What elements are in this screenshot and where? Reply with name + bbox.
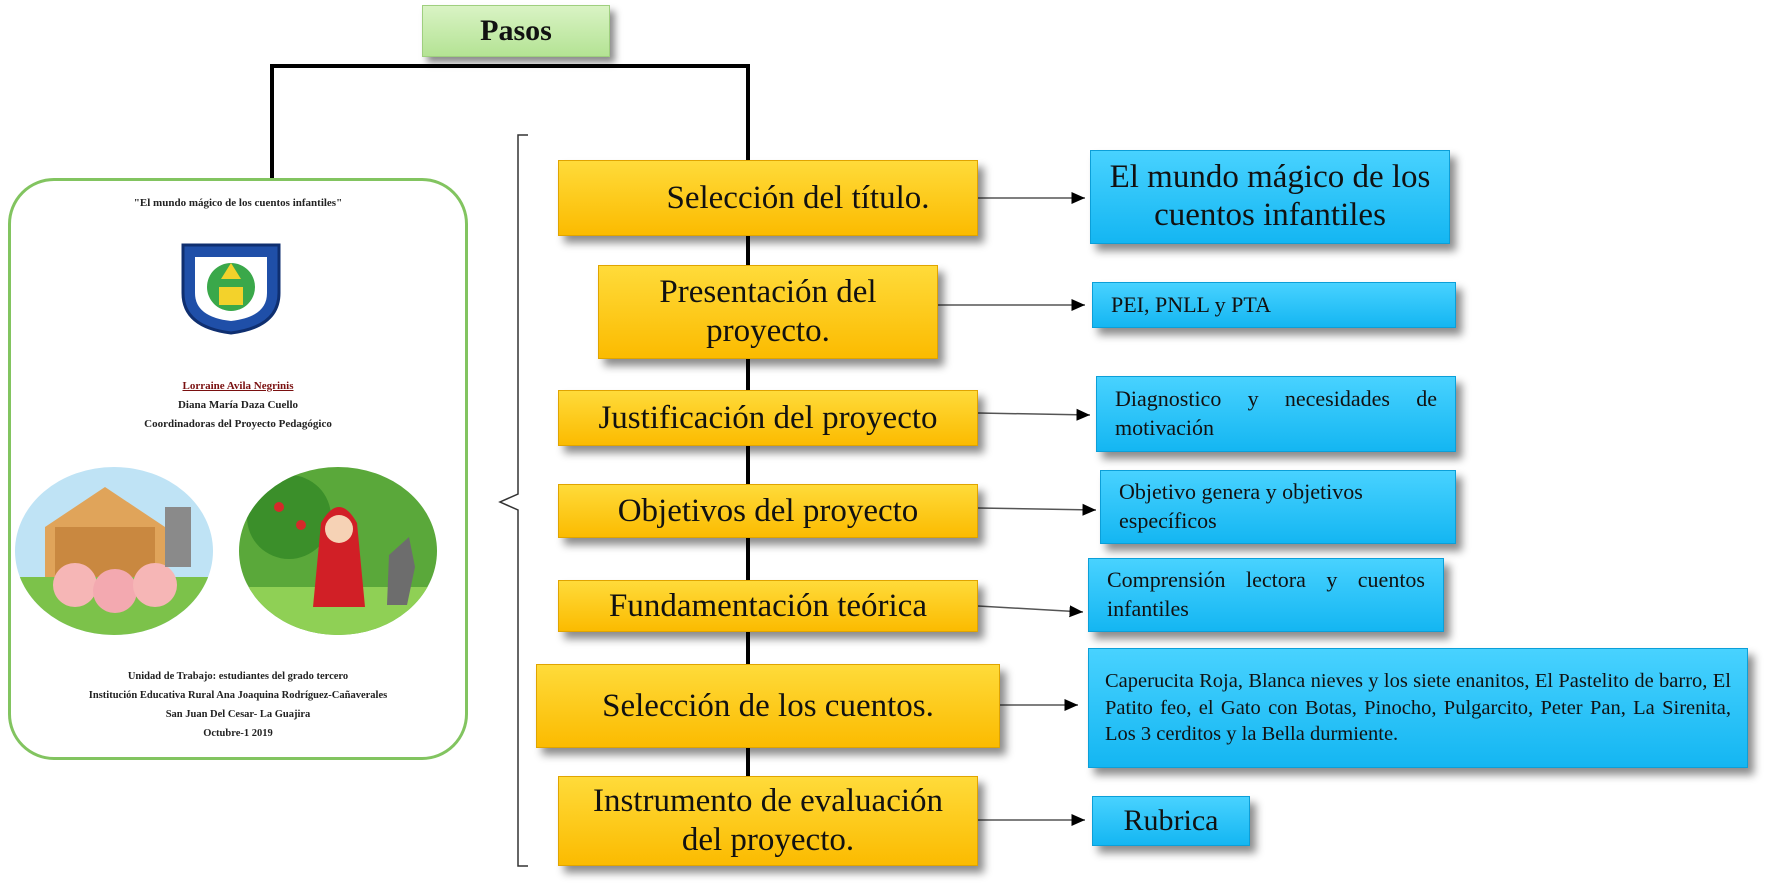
school-seal-icon	[181, 243, 281, 335]
step-presentacion-proyecto: Presentación del proyecto.	[598, 265, 938, 359]
step-seleccion-cuentos: Selección de los cuentos.	[536, 664, 1000, 748]
result-fundamentacion: Comprensión lectora y cuentos infantiles	[1088, 558, 1444, 632]
cover-footer-line-2: Institución Educativa Rural Ana Joaquina…	[88, 690, 388, 701]
result-objetivos: Objetivo genera y objetivos específicos	[1100, 470, 1456, 544]
cover-footer: Unidad de Trabajo: estudiantes del grado…	[11, 667, 465, 743]
project-cover: "El mundo mágico de los cuentos infantil…	[8, 178, 468, 760]
step-seleccion-titulo: Selección del título.	[558, 160, 978, 236]
step-justificacion-proyecto: Justificación del proyecto	[558, 390, 978, 446]
result-titulo: El mundo mágico de los cuentos infantile…	[1090, 150, 1450, 244]
result-cuentos: Caperucita Roja, Blanca nieves y los sie…	[1088, 648, 1748, 768]
cover-author-2: Diana María Daza Cuello	[177, 399, 299, 411]
result-justificacion: Diagnostico y necesidades de motivación	[1096, 376, 1456, 452]
cover-title: "El mundo mágico de los cuentos infantil…	[133, 197, 343, 209]
cover-footer-line-1: Unidad de Trabajo: estudiantes del grado…	[127, 671, 349, 682]
step-objetivos-proyecto: Objetivos del proyecto	[558, 484, 978, 538]
result-instrumento: Rubrica	[1092, 796, 1250, 846]
cover-footer-line-4: Octubre-1 2019	[203, 728, 273, 739]
cover-authors: Lorraine Avila Negrinis Diana María Daza…	[11, 377, 465, 434]
arrow-3	[977, 408, 1091, 421]
three-pigs-illustration	[15, 467, 213, 635]
cover-footer-line-3: San Juan Del Cesar- La Guajira	[165, 709, 311, 720]
step-instrumento-evaluacion: Instrumento de evaluación del proyecto.	[558, 776, 978, 866]
arrow-4	[977, 503, 1097, 516]
red-riding-hood-illustration	[239, 467, 437, 635]
header-connector	[270, 64, 750, 862]
cover-author-1: Lorraine Avila Negrinis	[182, 380, 294, 392]
cover-role: Coordinadoras del Proyecto Pedagógico	[144, 418, 332, 430]
arrow-5	[977, 605, 1084, 618]
pasos-header: Pasos	[422, 5, 610, 57]
left-brace	[498, 134, 528, 867]
step-fundamentacion-teorica: Fundamentación teórica	[558, 580, 978, 632]
result-presentacion: PEI, PNLL y PTA	[1092, 282, 1456, 328]
